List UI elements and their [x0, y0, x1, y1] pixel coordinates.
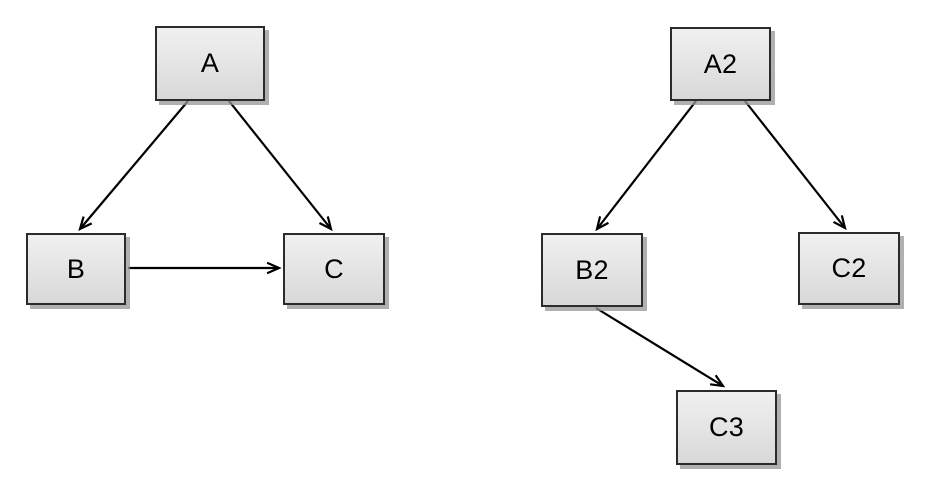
node-b[interactable]: B [26, 233, 126, 305]
node-label: A [200, 48, 220, 78]
node-c2[interactable]: C2 [798, 232, 900, 305]
edge-a2-to-c2 [744, 100, 847, 231]
node-b2[interactable]: B2 [541, 233, 643, 307]
node-c[interactable]: C [283, 233, 385, 305]
edge-line [596, 100, 697, 230]
edge-a2-to-b2 [595, 100, 697, 232]
edge-b-to-c [128, 261, 282, 275]
arrowhead-icon [266, 261, 282, 275]
node-c3[interactable]: C3 [676, 390, 777, 465]
node-label: B [66, 253, 86, 284]
arrowhead-icon [832, 215, 847, 231]
edge-a-to-c [228, 100, 333, 232]
node-label: A2 [703, 48, 738, 79]
edge-line [79, 100, 189, 230]
node-label: C2 [831, 253, 867, 283]
node-a[interactable]: A [155, 26, 265, 101]
edge-line [744, 100, 846, 229]
arrowhead-icon [709, 374, 726, 388]
edge-a-to-b [78, 100, 189, 232]
edge-line [595, 307, 724, 387]
arrowhead-icon [318, 216, 333, 232]
arrowhead-icon [78, 216, 93, 232]
node-label: C [324, 253, 344, 284]
node-a2[interactable]: A2 [670, 27, 771, 101]
edge-line [228, 100, 332, 230]
node-label: B2 [575, 254, 609, 285]
arrowhead-icon [595, 216, 609, 232]
node-label: C3 [709, 412, 744, 442]
edge-b2-to-c3 [595, 307, 726, 388]
